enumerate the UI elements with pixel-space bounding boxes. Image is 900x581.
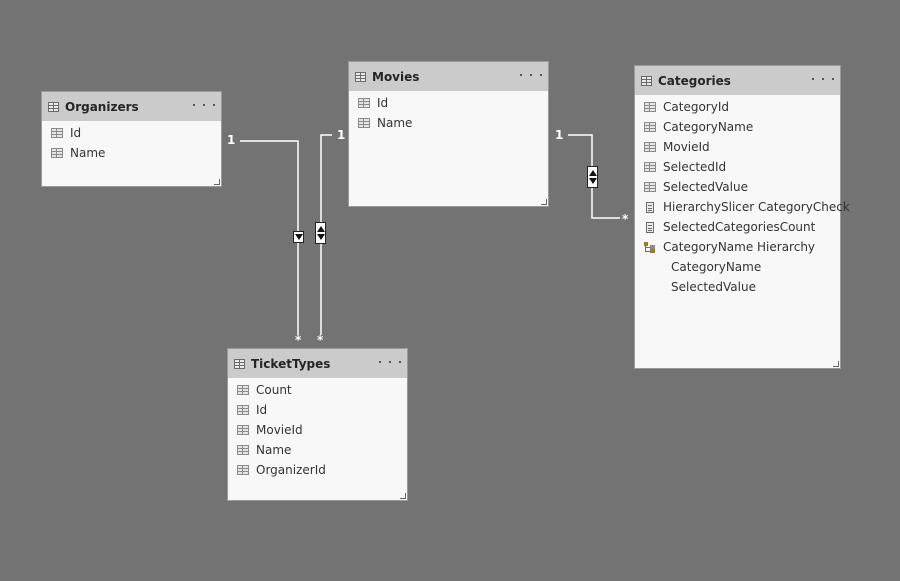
column-icon <box>644 142 656 152</box>
column-icon <box>644 162 656 172</box>
field-item[interactable]: Id <box>228 400 407 420</box>
field-item[interactable]: OrganizerId <box>228 460 407 480</box>
cardinality-one-movies-tickettypes: 1 <box>337 128 346 142</box>
field-label: SelectedId <box>663 160 727 174</box>
measure-icon <box>646 201 654 213</box>
field-label: HierarchySlicer CategoryCheck <box>663 200 850 214</box>
more-options-icon[interactable] <box>812 71 834 87</box>
cardinality-one-organizers: 1 <box>227 133 236 147</box>
column-icon <box>237 425 249 435</box>
table-title: Categories <box>658 73 731 88</box>
table-header[interactable]: Movies <box>349 62 548 91</box>
field-item[interactable]: HierarchySlicer CategoryCheck <box>635 197 850 217</box>
field-item[interactable]: Name <box>349 113 548 133</box>
field-label: Id <box>70 126 82 140</box>
column-icon <box>237 385 249 395</box>
resize-handle[interactable] <box>541 199 547 205</box>
field-label: SelectedValue <box>671 280 756 294</box>
crossfilter-both-icon[interactable] <box>315 222 326 244</box>
field-label: OrganizerId <box>256 463 326 477</box>
field-label: SelectedCategoriesCount <box>663 220 816 234</box>
table-card-organizers[interactable]: Organizers Id Name <box>41 91 222 187</box>
cardinality-many-tickettypes-organizers: * <box>295 333 302 347</box>
crossfilter-both-icon[interactable] <box>587 166 598 188</box>
field-label: SelectedValue <box>663 180 748 194</box>
hierarchy-level-item[interactable]: SelectedValue <box>635 277 840 297</box>
hierarchy-level-item[interactable]: CategoryName <box>635 257 840 277</box>
field-item[interactable]: Name <box>228 440 407 460</box>
column-icon <box>358 118 370 128</box>
table-card-tickettypes[interactable]: TicketTypes Count Id MovieId Name Organi… <box>227 348 408 501</box>
hierarchy-icon <box>644 241 656 253</box>
table-icon <box>48 101 59 112</box>
field-item[interactable]: MovieId <box>635 137 840 157</box>
column-icon <box>237 405 249 415</box>
field-label: CategoryName Hierarchy <box>663 240 816 254</box>
cardinality-many-tickettypes-movies: * <box>317 333 324 347</box>
relationship-line-organizers-tickettypes <box>240 140 299 335</box>
table-card-movies[interactable]: Movies Id Name <box>348 61 549 207</box>
field-label: MovieId <box>663 140 710 154</box>
field-label: Count <box>256 383 292 397</box>
field-label: Name <box>377 116 413 130</box>
resize-handle[interactable] <box>214 179 220 185</box>
field-label: CategoryName <box>671 260 762 274</box>
field-item[interactable]: CategoryId <box>635 97 840 117</box>
field-label: Name <box>256 443 292 457</box>
column-icon <box>237 445 249 455</box>
field-label: CategoryName <box>663 120 754 134</box>
field-label: Id <box>256 403 268 417</box>
table-title: Organizers <box>65 99 139 114</box>
cardinality-many-categories: * <box>622 212 629 226</box>
column-icon <box>51 148 63 158</box>
relationship-line-movies-tickettypes <box>320 134 332 335</box>
more-options-icon[interactable] <box>193 97 215 113</box>
field-label: CategoryId <box>663 100 729 114</box>
table-title: TicketTypes <box>251 356 331 371</box>
more-options-icon[interactable] <box>520 67 542 83</box>
field-item[interactable]: MovieId <box>228 420 407 440</box>
table-card-categories[interactable]: Categories CategoryId CategoryName Movie… <box>634 65 850 369</box>
table-icon <box>355 71 366 82</box>
field-item[interactable]: Count <box>228 380 407 400</box>
table-header[interactable]: Categories <box>635 66 840 95</box>
column-icon <box>237 465 249 475</box>
field-item[interactable]: Name <box>42 143 221 163</box>
crossfilter-single-icon[interactable] <box>293 231 304 243</box>
resize-handle[interactable] <box>833 361 839 367</box>
cardinality-one-movies-categories: 1 <box>555 128 564 142</box>
field-label: Name <box>70 146 106 160</box>
field-item[interactable]: SelectedValue <box>635 177 840 197</box>
table-icon <box>234 358 245 369</box>
column-icon <box>644 122 656 132</box>
measure-icon <box>646 221 654 233</box>
column-icon <box>644 182 656 192</box>
field-item[interactable]: Id <box>42 123 221 143</box>
field-item[interactable]: CategoryName <box>635 117 840 137</box>
table-header[interactable]: TicketTypes <box>228 349 407 378</box>
more-options-icon[interactable] <box>379 354 401 370</box>
table-title: Movies <box>372 69 420 84</box>
field-item[interactable]: CategoryName Hierarchy <box>635 237 840 257</box>
field-label: Id <box>377 96 389 110</box>
resize-handle[interactable] <box>400 493 406 499</box>
field-item[interactable]: Id <box>349 93 548 113</box>
field-label: MovieId <box>256 423 303 437</box>
field-item[interactable]: SelectedId <box>635 157 840 177</box>
table-header[interactable]: Organizers <box>42 92 221 121</box>
column-icon <box>51 128 63 138</box>
table-icon <box>641 75 652 86</box>
field-item[interactable]: SelectedCategoriesCount <box>635 217 840 237</box>
column-icon <box>644 102 656 112</box>
column-icon <box>358 98 370 108</box>
